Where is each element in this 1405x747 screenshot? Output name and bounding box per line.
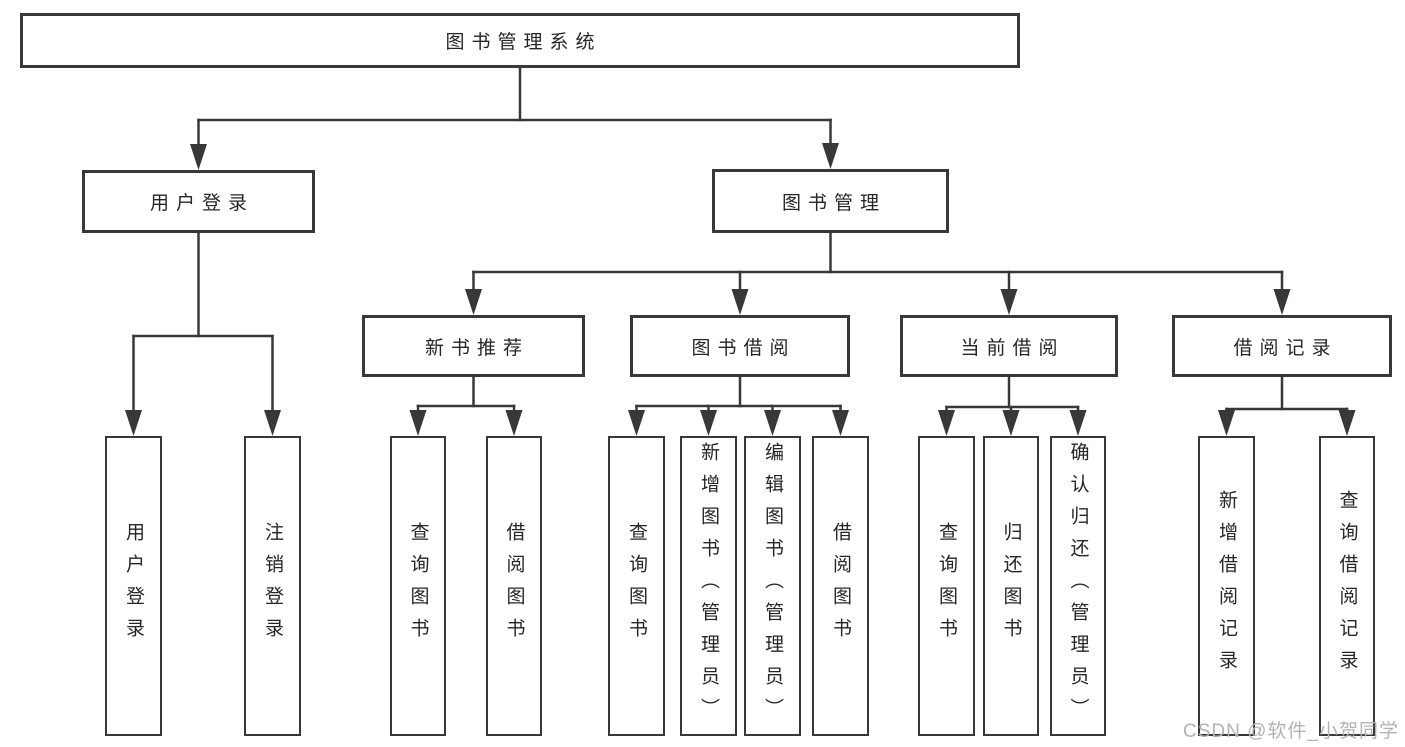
- node-label: 借阅记录: [1233, 337, 1338, 359]
- node-label: 新书推荐: [424, 337, 529, 359]
- node-label: 图书管理: [781, 192, 886, 214]
- leaf-label: 编辑图书（管理员）: [762, 442, 783, 730]
- arrowhead-icon: [1069, 410, 1087, 436]
- arrowhead-icon: [465, 289, 482, 315]
- leaf-label: 查询借阅记录: [1336, 490, 1358, 682]
- leaf-label: 新增图书（管理员）: [698, 442, 719, 730]
- leaf-user-login: 用户登录: [105, 436, 162, 736]
- leaf-logout: 注销登录: [244, 436, 301, 736]
- leaf-label: 查询图书: [626, 522, 647, 650]
- leaf-edit-books-admin: 编辑图书（管理员）: [744, 436, 801, 736]
- leaf-label: 归还图书: [1000, 522, 1022, 650]
- leaf-label: 确认归还（管理员）: [1067, 442, 1089, 730]
- leaf-add-books-admin: 新增图书（管理员）: [680, 436, 737, 736]
- leaf-query-books-1: 查询图书: [390, 436, 446, 736]
- leaf-label: 新增借阅记录: [1216, 490, 1237, 682]
- leaf-label: 用户登录: [123, 522, 144, 650]
- arrowhead-icon: [125, 410, 142, 436]
- arrowhead-icon: [832, 410, 849, 436]
- leaf-label: 查询图书: [936, 522, 957, 650]
- leaf-label: 借阅图书: [503, 522, 525, 650]
- arrowhead-icon: [628, 410, 645, 436]
- arrowhead-icon: [190, 144, 207, 170]
- leaf-confirm-return-admin: 确认归还（管理员）: [1050, 436, 1106, 736]
- arrowhead-icon: [1338, 410, 1356, 436]
- leaf-add-borrow-record: 新增借阅记录: [1198, 436, 1255, 736]
- arrowhead-icon: [731, 289, 749, 315]
- arrowhead-icon: [1273, 289, 1291, 315]
- node-label: 图书管理系统: [445, 32, 602, 53]
- node-borrow-record: 借阅记录: [1172, 315, 1392, 377]
- node-root-system: 图书管理系统: [20, 13, 1020, 68]
- node-label: 当前借阅: [960, 337, 1065, 359]
- arrowhead-icon: [938, 410, 955, 436]
- csdn-watermark: CSDN @软件_小贺同学: [1183, 721, 1399, 742]
- arrowhead-icon: [822, 143, 839, 169]
- node-label: 用户登录: [149, 193, 254, 214]
- arrowhead-icon: [1000, 289, 1018, 315]
- leaf-label: 查询图书: [407, 522, 429, 650]
- node-book-borrow: 图书借阅: [630, 315, 850, 377]
- arrowhead-icon: [409, 410, 427, 436]
- arrowhead-icon: [1002, 410, 1020, 436]
- arrowhead-icon: [700, 410, 717, 436]
- node-user-login: 用户登录: [82, 170, 315, 233]
- node-new-book-recommend: 新书推荐: [362, 315, 585, 377]
- arrowhead-icon: [264, 410, 281, 436]
- node-book-management: 图书管理: [712, 169, 949, 233]
- leaf-label: 借阅图书: [830, 522, 851, 650]
- arrowhead-icon: [505, 410, 523, 436]
- node-current-borrow: 当前借阅: [900, 315, 1118, 377]
- leaf-return-books: 归还图书: [983, 436, 1039, 736]
- leaf-query-borrow-record: 查询借阅记录: [1319, 436, 1375, 736]
- node-label: 图书借阅: [691, 337, 796, 359]
- arrowhead-icon: [764, 410, 781, 436]
- leaf-borrow-books-2: 借阅图书: [812, 436, 869, 736]
- arrowhead-icon: [1218, 410, 1235, 436]
- leaf-query-books-2: 查询图书: [608, 436, 665, 736]
- leaf-label: 注销登录: [262, 522, 283, 650]
- leaf-query-books-3: 查询图书: [918, 436, 975, 736]
- leaf-borrow-books-1: 借阅图书: [486, 436, 542, 736]
